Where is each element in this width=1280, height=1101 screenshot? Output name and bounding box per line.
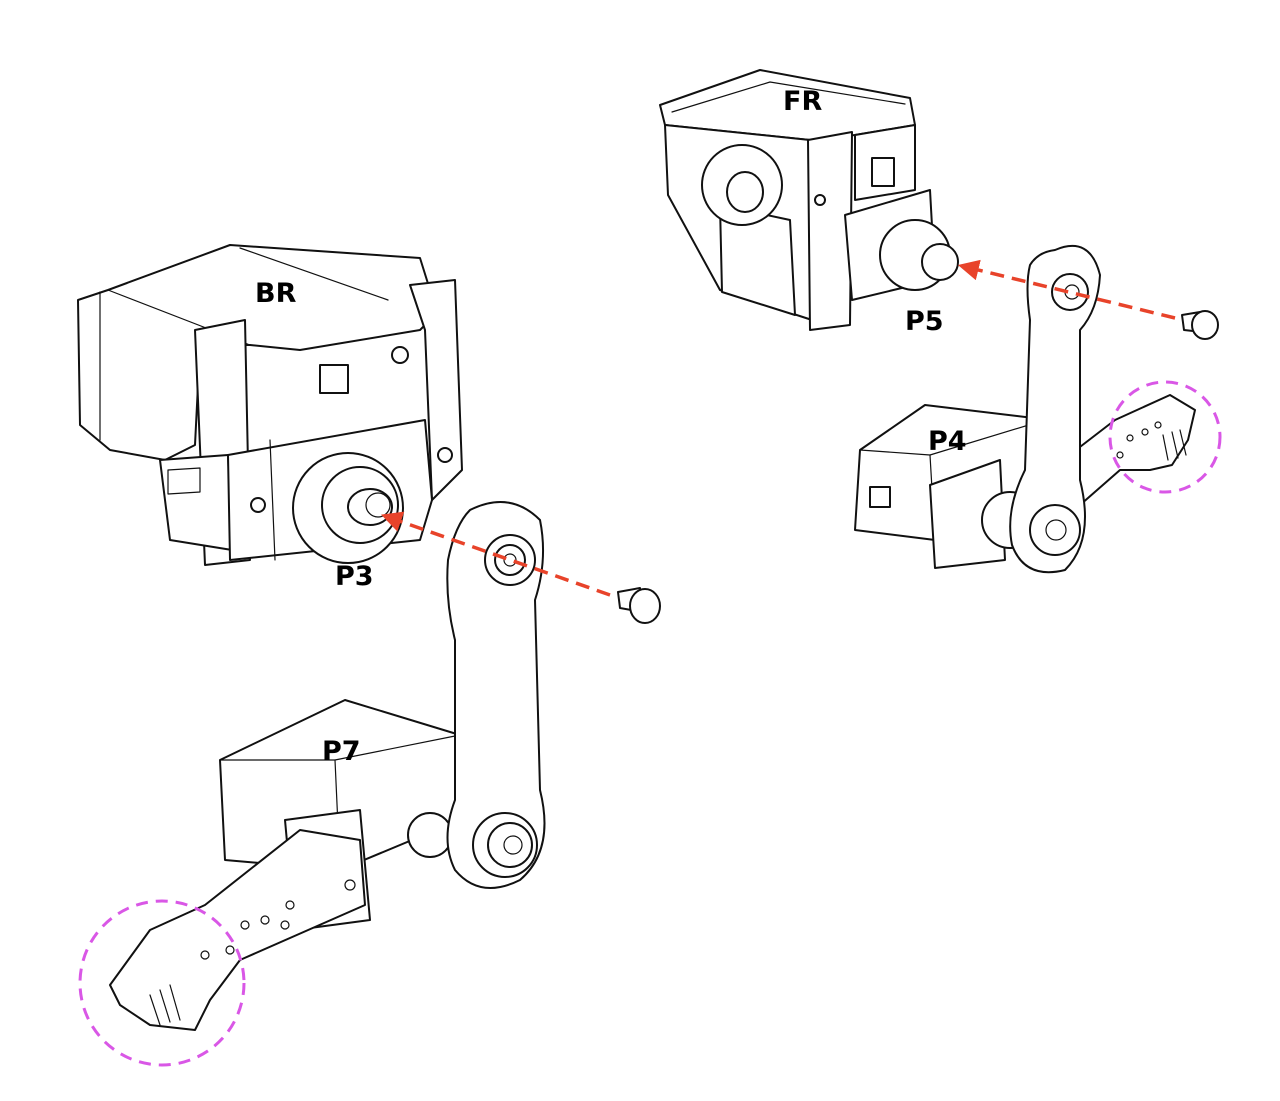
br-square-port (319, 364, 349, 394)
p4-servo-assembly (854, 404, 1051, 569)
p7-foot-highlight (78, 899, 246, 1067)
p7-lower-arm (109, 829, 366, 1031)
fr-link-body (1009, 245, 1101, 574)
br-link-arm (446, 501, 546, 889)
fr-horn-shaft (921, 243, 959, 281)
fr-link-bottom-hub (1029, 504, 1081, 556)
p4-foot-highlight (1108, 380, 1222, 494)
br-screw (617, 587, 661, 624)
fr-link-arm (1009, 245, 1101, 574)
label-p7: P7 (322, 736, 361, 767)
label-br: BR (255, 278, 297, 309)
br-horn-shaft (347, 488, 393, 526)
br-link-body (446, 501, 546, 889)
fr-link-top-hole (1051, 273, 1089, 311)
p7-foot-arm (109, 829, 366, 1031)
fr-insertion-arrow (957, 259, 1176, 320)
label-fr: FR (783, 86, 822, 117)
fr-servo-assembly (659, 69, 959, 331)
label-p3: P3 (335, 561, 374, 592)
br-servo-assembly (77, 244, 463, 566)
fr-screw (1181, 310, 1219, 340)
label-p5: P5 (905, 306, 944, 337)
label-p4: P4 (928, 426, 967, 457)
br-insertion-arrow (381, 511, 611, 597)
